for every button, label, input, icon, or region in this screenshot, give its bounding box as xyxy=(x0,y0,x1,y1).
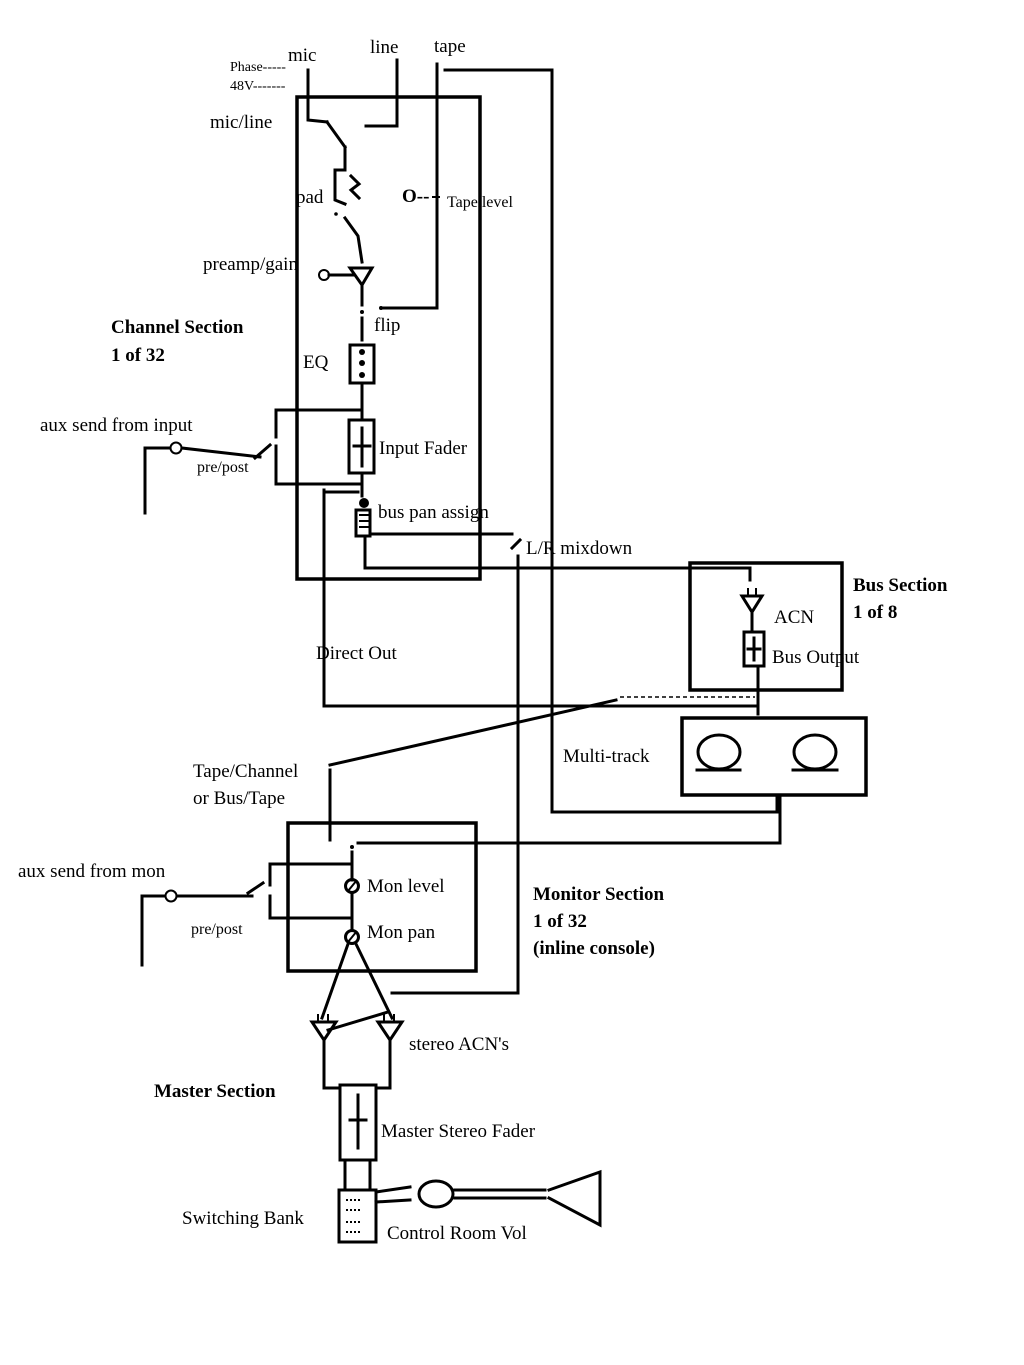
monitor-wiring xyxy=(140,698,782,1032)
multi-track-label: Multi-track xyxy=(563,746,650,767)
preamp-gain-label: preamp/gain xyxy=(203,254,298,275)
acn-label: ACN xyxy=(774,607,814,628)
mic-input-label: mic xyxy=(288,45,317,66)
multitrack-box xyxy=(680,716,868,797)
direct-out-label: Direct Out xyxy=(316,643,397,664)
control-room-vol-label: Control Room Vol xyxy=(387,1223,527,1244)
aux-send-mon-label: aux send from mon xyxy=(18,861,166,882)
eq-label: EQ xyxy=(303,352,329,373)
master-section-title: Master Section xyxy=(154,1081,276,1102)
monitor-section-title: Monitor Section xyxy=(533,884,664,905)
monitor-section-count: 1 of 32 xyxy=(533,911,587,932)
tape-input-label: tape xyxy=(434,36,466,57)
bus-output-label: Bus Output xyxy=(772,647,860,668)
master-wiring xyxy=(309,1014,602,1244)
mic-line-switch-label: mic/line xyxy=(210,112,272,133)
bus-section-count: 1 of 8 xyxy=(853,602,897,623)
pre-post-mon-label: pre/post xyxy=(191,921,243,938)
lr-mixdown-label: L/R mixdown xyxy=(526,538,633,559)
monitor-section-box xyxy=(286,821,478,973)
48v-label: 48V------- xyxy=(230,79,286,94)
bus-section-box xyxy=(688,561,844,692)
multitrack-reels xyxy=(695,733,839,772)
bus-section-title: Bus Section xyxy=(853,575,948,596)
stereo-acns-label: stereo ACN's xyxy=(409,1034,509,1055)
tape-return-line xyxy=(443,68,779,814)
channel-section-box xyxy=(295,95,482,581)
bus-pan-assign-label: bus pan assign xyxy=(378,502,489,523)
channel-section-title: Channel Section xyxy=(111,317,244,338)
channel-section-count: 1 of 32 xyxy=(111,345,165,366)
aux-send-input-label: aux send from input xyxy=(40,415,193,436)
mon-level-label: Mon level xyxy=(367,876,445,897)
bus-wiring xyxy=(390,537,766,995)
channel-wiring xyxy=(143,58,757,708)
tape-level-label: Tape level xyxy=(447,194,514,211)
tape-level-knob: O-- xyxy=(402,186,429,207)
flip-label: flip xyxy=(374,315,400,336)
tape-channel-label: Tape/Channel xyxy=(193,761,298,782)
pad-label: pad xyxy=(296,187,324,208)
line-input-label: line xyxy=(370,37,399,58)
monitor-section-note: (inline console) xyxy=(533,938,655,959)
switching-bank-label: Switching Bank xyxy=(182,1208,304,1229)
master-stereo-fader-label: Master Stereo Fader xyxy=(381,1121,536,1142)
mon-pan-label: Mon pan xyxy=(367,922,436,943)
phase-label: Phase----- xyxy=(230,60,286,75)
pre-post-input-label: pre/post xyxy=(197,459,249,476)
bus-tape-label: or Bus/Tape xyxy=(193,788,285,809)
input-fader-label: Input Fader xyxy=(379,438,468,459)
